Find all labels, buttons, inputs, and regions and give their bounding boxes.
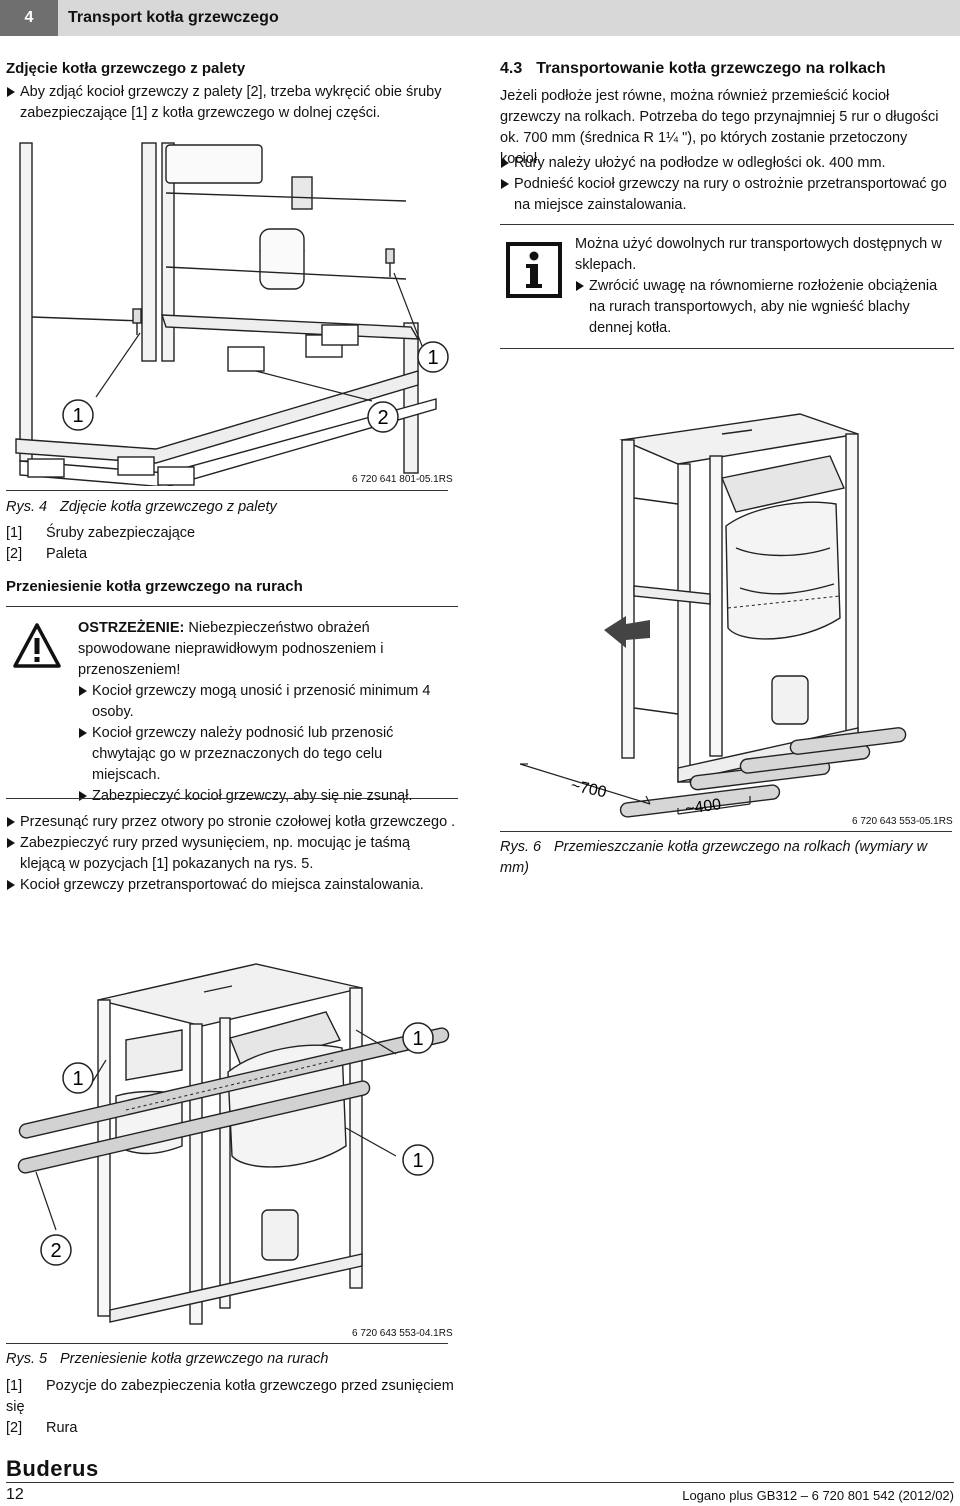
dimension-700: ~700 <box>569 777 608 801</box>
chapter-title: Transport kotła grzewczego <box>68 9 279 26</box>
section-title: 4.3 Transportowanie kotła grzewczego na r… <box>500 58 886 79</box>
section-intro: Jeżeli podłoże jest równe, można również… <box>500 88 939 167</box>
warning-text: Niebezpieczeństwo obrażeń spowodowane ni… <box>78 620 384 678</box>
figure-4-caption-text: Zdjęcie kotła grzewczego z palety <box>60 499 277 515</box>
figure-5-legend: [1]Pozycje do zabezpieczenia kotła grzew… <box>6 1376 466 1439</box>
section-step: Rury należy ułożyć na podłodze w odległo… <box>500 153 952 174</box>
figure-4-rule <box>6 490 448 491</box>
marker-2-pipe: 2 <box>50 1240 61 1262</box>
info-bullet: Zwrócić uwagę na równomierne rozłożenie … <box>575 276 945 339</box>
figure-4-pallet: 1 1 2 <box>6 139 454 488</box>
pipes-illustration: 1 1 1 2 <box>17 963 450 1325</box>
pipes-heading: Przeniesienie kotła grzewczego na rurach <box>6 578 303 595</box>
figure-5-pipes: 1 1 1 2 <box>6 910 454 1326</box>
marker-1-bottom-right: 1 <box>412 1150 423 1172</box>
rollers-illustration: ~700 ~400 <box>519 413 907 818</box>
section-title-text: Transportowanie kotła grzewczego na rolk… <box>536 60 886 77</box>
marker-1-top-right: 1 <box>412 1028 423 1050</box>
warning-top-rule <box>6 606 458 607</box>
marker-1-left: 1 <box>72 405 83 427</box>
legend-key: [2] <box>6 546 23 562</box>
marker-1-right: 1 <box>427 347 438 369</box>
section-steps: Rury należy ułożyć na podłodze w odległo… <box>500 153 952 216</box>
pallet-heading: Zdjęcie kotła grzewczego z palety <box>6 60 246 77</box>
document-reference: Logano plus GB312 – 6 720 801 542 (2012/… <box>682 1488 954 1503</box>
page-number: 12 <box>6 1486 24 1503</box>
pallet-illustration: 1 1 2 <box>15 142 449 488</box>
figure-4-legend: [1] Śruby zabezpieczające [2] Paleta <box>6 523 195 565</box>
warning-icon <box>12 622 62 672</box>
warning-bullet: Zabezpieczyć kocioł grzewczy, aby się ni… <box>78 786 450 807</box>
legend-key: [1] <box>6 525 23 541</box>
figure-6-rollers: ~700 ~400 <box>500 408 952 826</box>
chapter-header: 4 Transport kotła grzewczego <box>0 0 960 36</box>
legend-key: [2] <box>6 1420 23 1436</box>
figure-6-rule <box>500 831 952 832</box>
footer-rule <box>6 1482 954 1483</box>
warning-bullet: Kocioł grzewczy należy podnosić lub prze… <box>78 723 450 786</box>
warning-bottom-rule <box>6 798 458 799</box>
figure-5-caption-text: Przeniesienie kotła grzewczego na rurach <box>60 1351 329 1367</box>
figure-5-caption-label: Rys. 5 <box>6 1351 48 1367</box>
warning-bullet: Kocioł grzewczy mogą unosić i przenosić … <box>78 681 450 723</box>
figure-4-code: 6 720 641 801-05.1RS <box>352 474 453 485</box>
legend-text: Rura <box>46 1420 78 1436</box>
legend-text: Śruby zabezpieczające <box>46 525 196 541</box>
figure-4-caption: Rys. 4 Zdjęcie kotła grzewczego z palety <box>6 497 277 518</box>
figure-6-code: 6 720 643 553-05.1RS <box>852 816 953 827</box>
section-number: 4.3 <box>500 60 523 77</box>
section-step: Podnieść kocioł grzewczy na rury o ostro… <box>500 174 952 216</box>
warning-title: OSTRZEŻENIE: <box>78 620 185 636</box>
pipe-step: Zabezpieczyć rury przed wysunięciem, np.… <box>6 833 458 875</box>
pipe-steps: Przesunąć rury przez otwory po stronie c… <box>6 812 458 896</box>
marker-1-left: 1 <box>72 1068 83 1090</box>
dimension-400: ~400 <box>684 796 722 818</box>
info-top-rule <box>500 224 954 225</box>
figure-5-code: 6 720 643 553-04.1RS <box>352 1328 453 1339</box>
warning-content: OSTRZEŻENIE: Niebezpieczeństwo obrażeń s… <box>78 618 450 807</box>
info-icon <box>506 242 562 298</box>
pipe-step: Kocioł grzewczy przetransportować do mie… <box>6 875 458 896</box>
figure-5-rule <box>6 1343 448 1344</box>
chapter-number: 4 <box>0 0 58 36</box>
brand-logo: Buderus <box>6 1456 99 1481</box>
marker-2-pallet: 2 <box>377 407 388 429</box>
figure-4-caption-label: Rys. 4 <box>6 499 48 515</box>
info-content: Można użyć dowolnych rur transportowych … <box>575 234 945 339</box>
legend-key: [1] <box>6 1378 23 1394</box>
pipe-step: Przesunąć rury przez otwory po stronie c… <box>6 812 458 833</box>
figure-6-caption-text: Przemieszczanie kotła grzewczego na rolk… <box>500 839 928 876</box>
info-bottom-rule <box>500 348 954 349</box>
legend-text: Pozycje do zabezpieczenia kotła grzewcze… <box>6 1378 454 1415</box>
info-text: Można użyć dowolnych rur transportowych … <box>575 236 942 273</box>
legend-text: Paleta <box>46 546 88 562</box>
figure-5-caption: Rys. 5 Przeniesienie kotła grzewczego na … <box>6 1349 328 1370</box>
figure-6-caption-label: Rys. 6 <box>500 839 542 855</box>
pallet-step: Aby zdjąć kocioł grzewczy z palety [2], … <box>6 82 460 124</box>
